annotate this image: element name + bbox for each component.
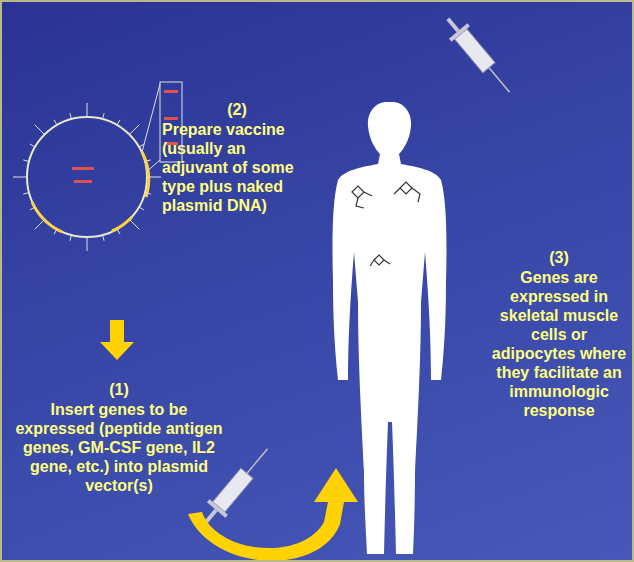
person-silhouette — [333, 102, 447, 554]
step-number: (1) — [14, 380, 224, 399]
down-arrow — [100, 320, 134, 360]
step-text: Prepare vaccine (usually an adjuvant of … — [162, 120, 312, 215]
step-text: Genes are expressed in skeletal muscle c… — [488, 268, 630, 420]
curved-arrow — [188, 468, 358, 561]
molecule-sketch — [352, 182, 420, 266]
step-number: (3) — [488, 248, 630, 267]
step-number: (2) — [162, 100, 312, 119]
step-text: Insert genes to be expressed (peptide an… — [14, 400, 224, 495]
syringe — [439, 11, 519, 100]
plasmid-map — [13, 82, 182, 251]
